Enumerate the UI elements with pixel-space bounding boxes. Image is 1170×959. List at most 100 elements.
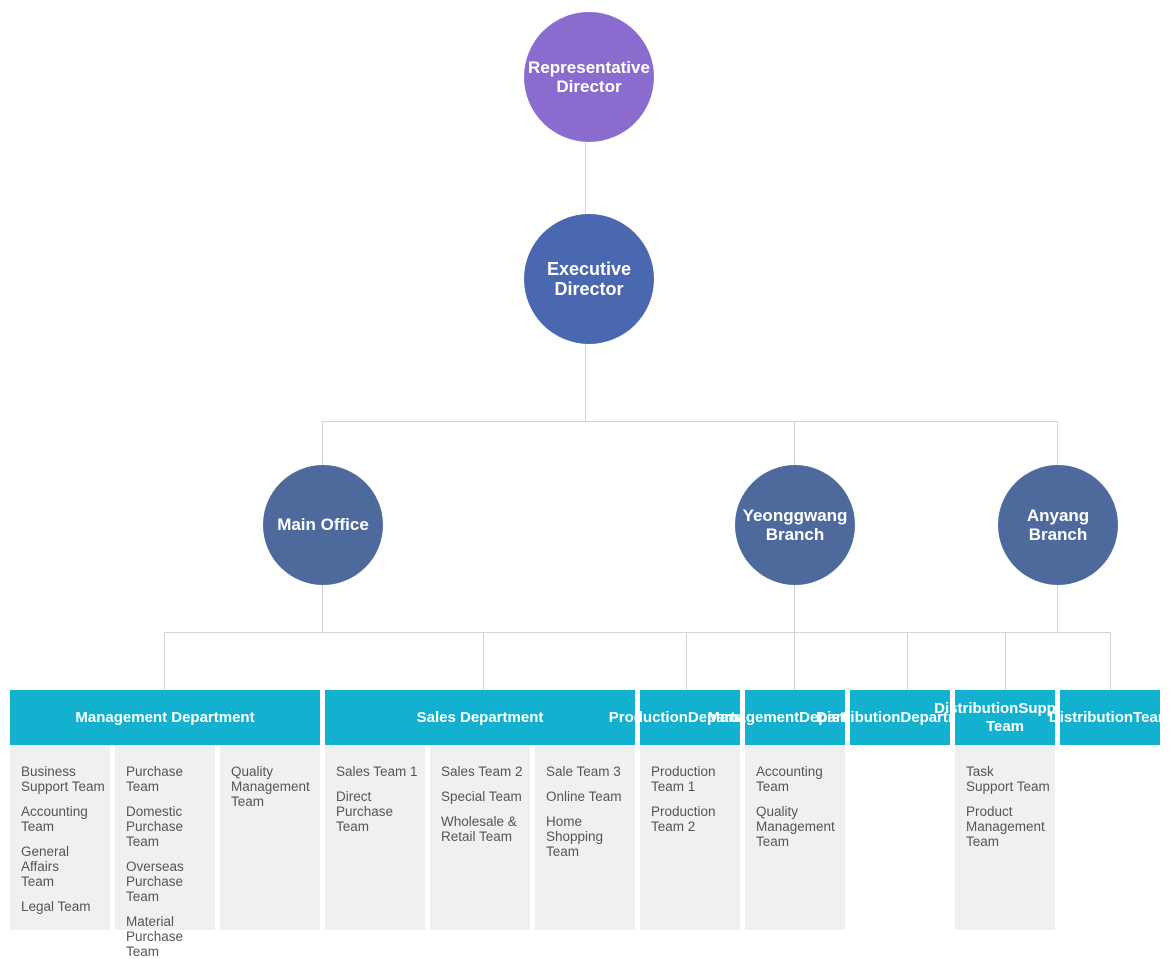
team-name-line: Online Team bbox=[546, 789, 622, 804]
label-line: Branch bbox=[1028, 525, 1088, 544]
team-name-line: Support Team bbox=[21, 779, 105, 794]
team-item: Sale Team 3 bbox=[546, 764, 631, 779]
team-name-line: Management bbox=[756, 819, 835, 834]
label-line: Director bbox=[556, 77, 622, 96]
node-label: DistributionTeam bbox=[1049, 709, 1170, 727]
team-item: Online Team bbox=[546, 789, 631, 804]
team-name-line: Sales Team 2 bbox=[441, 764, 523, 779]
connector-dept-bar bbox=[164, 632, 1111, 633]
connector-dept-drop-3 bbox=[686, 632, 687, 690]
team-name-line: Sales Team 1 bbox=[336, 764, 418, 779]
team-name-line: Production bbox=[651, 804, 716, 819]
team-item: Sales Team 2 bbox=[441, 764, 526, 779]
label-line: Anyang bbox=[1026, 505, 1090, 525]
team-item: Legal Team bbox=[21, 899, 106, 914]
connector-dept-drop-1 bbox=[164, 632, 165, 690]
label-line: Team bbox=[1133, 708, 1170, 726]
anyang-distribution-team: DistributionTeam bbox=[1049, 690, 1170, 745]
team-name-line: Direct bbox=[336, 789, 372, 804]
team-name-line: Purchase Team bbox=[126, 819, 184, 849]
team-name-line: Support Team bbox=[966, 779, 1050, 794]
team-name-line: Legal Team bbox=[21, 899, 91, 914]
team-name-line: Team bbox=[21, 874, 55, 889]
team-name-line: Team bbox=[966, 834, 1000, 849]
connector-yeong-down bbox=[794, 585, 795, 632]
team-name-line: Business bbox=[21, 764, 76, 779]
label-line: Distribution bbox=[934, 699, 1019, 717]
connector-yeong-drop bbox=[794, 421, 795, 465]
connector-branch-bar bbox=[322, 421, 1058, 422]
team-name-line: Accounting bbox=[756, 764, 823, 779]
connector-main-down bbox=[322, 585, 323, 632]
team-name-line: Product bbox=[966, 804, 1013, 819]
team-name-line: Overseas bbox=[126, 859, 184, 874]
team-name-line: General Affairs bbox=[21, 844, 70, 874]
team-name-line: Accounting bbox=[21, 804, 88, 819]
team-name-line: Team bbox=[231, 794, 265, 809]
team-name-line: Team bbox=[756, 834, 790, 849]
team-name-line: Team bbox=[21, 819, 55, 834]
team-name-line: Domestic bbox=[126, 804, 183, 819]
team-name-line: Task bbox=[966, 764, 994, 779]
team-name-line: Team bbox=[756, 779, 790, 794]
team-name-line: Wholesale & bbox=[441, 814, 517, 829]
team-name-line: Team 1 bbox=[651, 779, 696, 794]
team-name-line: Quality bbox=[756, 804, 799, 819]
team-name-line: Home bbox=[546, 814, 583, 829]
main-management-department: Management Department bbox=[10, 690, 320, 745]
label-line: Yeonggwang bbox=[742, 505, 848, 525]
team-name-line: Team 2 bbox=[651, 819, 696, 834]
connector-dept-drop-6 bbox=[1005, 632, 1006, 690]
team-name-line: Special Team bbox=[441, 789, 522, 804]
team-name-line: Team bbox=[336, 819, 370, 834]
connector-dept-drop-2 bbox=[483, 632, 484, 690]
connector-dept-drop-5 bbox=[907, 632, 908, 690]
label-line: Representative bbox=[528, 57, 650, 77]
team-name-line: Material bbox=[126, 914, 175, 929]
team-name-line: Purchase bbox=[336, 804, 394, 819]
team-item: Wholesale &Retail Team bbox=[441, 814, 526, 844]
team-name-line: Team bbox=[126, 779, 160, 794]
team-name-line: Quality bbox=[231, 764, 274, 779]
connector-dept-drop-7 bbox=[1110, 632, 1111, 690]
team-name-line: Retail Team bbox=[441, 829, 513, 844]
team-name-line: Production bbox=[651, 764, 716, 779]
label-line: Distribution bbox=[816, 708, 901, 726]
connector-anyang-down bbox=[1057, 585, 1058, 632]
team-name-line: Management bbox=[231, 779, 310, 794]
team-item: Sales Team 1 bbox=[336, 764, 421, 779]
label-line: Production bbox=[608, 708, 688, 726]
main-sales-department: Sales Department bbox=[325, 690, 635, 745]
team-name-line: Team bbox=[546, 844, 580, 859]
team-name-line: Purchase Team bbox=[126, 874, 184, 904]
label-line: Management bbox=[707, 708, 800, 726]
main-office-node: Main Office bbox=[263, 465, 383, 585]
